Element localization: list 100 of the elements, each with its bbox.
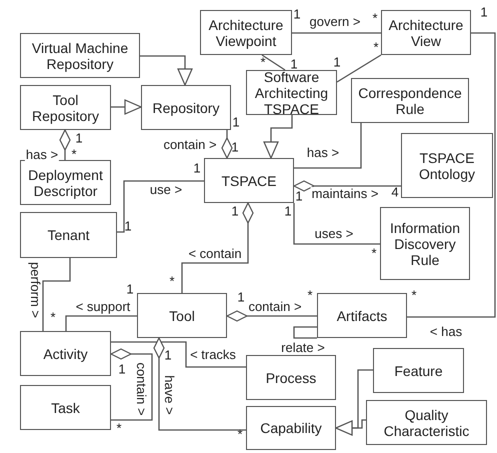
multiplicity-label: 1 xyxy=(126,282,134,296)
multiplicity-label: 1 xyxy=(232,116,240,128)
multiplicity-label: 1 xyxy=(231,140,239,154)
edge-label: perform > xyxy=(28,261,42,319)
class-box xyxy=(20,331,111,376)
multiplicity-label: * xyxy=(411,288,417,302)
class-name: Architecture Viewpoint xyxy=(208,16,284,48)
multiplicity-label: 1 xyxy=(290,58,298,70)
multiplicity-label: * xyxy=(71,148,77,160)
class-box xyxy=(366,400,487,445)
association-line xyxy=(294,123,362,169)
multiplicity-label: 1 xyxy=(295,190,303,202)
multiplicity-label: * xyxy=(237,428,243,440)
class-box xyxy=(317,293,407,338)
multiplicity-label: * xyxy=(50,310,56,324)
edge-label: use > xyxy=(148,183,184,197)
multiplicity-label: 4 xyxy=(391,186,399,198)
generalization-arrow xyxy=(140,55,193,86)
association-line xyxy=(293,326,317,339)
class-box xyxy=(380,207,470,280)
multiplicity-label: 1 xyxy=(480,6,488,18)
class-box xyxy=(351,78,469,123)
edge-label: maintains > xyxy=(310,187,380,201)
class-name: Activity xyxy=(43,346,88,362)
multiplicity-label: 1 xyxy=(193,162,201,174)
class-name: Tenant xyxy=(47,227,90,243)
class-name: Process xyxy=(266,370,316,386)
multiplicity-label: * xyxy=(372,12,378,24)
multiplicity-label: 1 xyxy=(118,362,126,376)
association-line xyxy=(407,32,496,318)
class-name: Tool Repository xyxy=(31,92,100,124)
class-box xyxy=(20,33,140,78)
aggregation-line xyxy=(226,310,317,322)
class-name: Tool xyxy=(169,308,195,324)
multiplicity-label: 1 xyxy=(333,56,341,68)
association-line xyxy=(293,203,380,245)
multiplicity-label: 1 xyxy=(164,348,172,362)
edge-label: < tracks xyxy=(189,348,237,362)
edge-label: has > xyxy=(24,148,60,162)
edge-label: have > xyxy=(162,374,176,416)
class-name: Quality Characteristic xyxy=(382,406,470,438)
aggregation-line xyxy=(181,202,254,293)
class-name: Capability xyxy=(260,420,322,436)
edge-label: < has xyxy=(428,325,464,339)
multiplicity-label: * xyxy=(371,246,377,260)
association-line xyxy=(292,32,381,34)
class-box xyxy=(137,293,227,338)
multiplicity-label: * xyxy=(307,288,313,302)
aggregation-line xyxy=(110,348,153,421)
class-name: Artifacts xyxy=(336,308,388,324)
class-name: TSPACE xyxy=(222,172,276,188)
class-box xyxy=(20,160,111,205)
class-box xyxy=(246,355,336,400)
edge-label: contain > xyxy=(134,361,148,417)
class-box xyxy=(20,385,111,430)
class-name: Repository xyxy=(152,100,220,116)
aggregation-line xyxy=(153,337,246,431)
class-name: Software Architecting TSPACE xyxy=(254,68,330,116)
class-name: Deployment Descriptor xyxy=(27,166,104,198)
class-box xyxy=(246,406,336,450)
class-name: Correspondence Rule xyxy=(357,84,463,116)
association-line xyxy=(65,315,137,331)
association-line xyxy=(111,341,246,368)
multiplicity-label: 1 xyxy=(293,8,301,20)
association-line xyxy=(117,180,204,233)
edge-label: contain > xyxy=(247,300,303,314)
class-box xyxy=(20,85,111,130)
multiplicity-label: 1 xyxy=(284,204,292,218)
class-box xyxy=(200,10,292,55)
generalization-arrow xyxy=(335,419,366,436)
multiplicity-label: * xyxy=(373,40,379,54)
association-line xyxy=(336,54,382,83)
multiplicity-label: 1 xyxy=(231,204,239,218)
aggregation-line xyxy=(221,130,233,159)
multiplicity-label: * xyxy=(116,422,122,434)
aggregation-line xyxy=(59,129,71,160)
generalization-arrow xyxy=(111,99,142,115)
edge-label: contain > xyxy=(162,138,218,152)
class-box xyxy=(381,10,471,55)
class-name: Task xyxy=(51,400,80,416)
edge-label: relate > xyxy=(280,341,326,355)
edge-label: govern > xyxy=(308,15,362,29)
multiplicity-label: 1 xyxy=(75,132,83,144)
class-name: Information Discovery Rule xyxy=(388,220,462,268)
class-box xyxy=(401,133,493,198)
association-line xyxy=(262,54,286,71)
class-name: Virtual Machine Repository xyxy=(30,40,130,72)
edge-label: has > xyxy=(306,146,340,160)
generalization-arrow xyxy=(263,115,293,159)
class-name: Feature xyxy=(394,362,443,378)
edge-label: < contain xyxy=(187,247,243,261)
class-box xyxy=(373,348,464,393)
class-box xyxy=(204,158,294,203)
multiplicity-label: 1 xyxy=(237,290,245,304)
class-box xyxy=(20,212,117,258)
class-name: Architecture View xyxy=(388,16,464,48)
edge-label: uses > xyxy=(314,227,354,241)
class-box xyxy=(246,70,337,115)
association-line xyxy=(42,258,71,331)
multiplicity-label: 1 xyxy=(124,220,132,232)
